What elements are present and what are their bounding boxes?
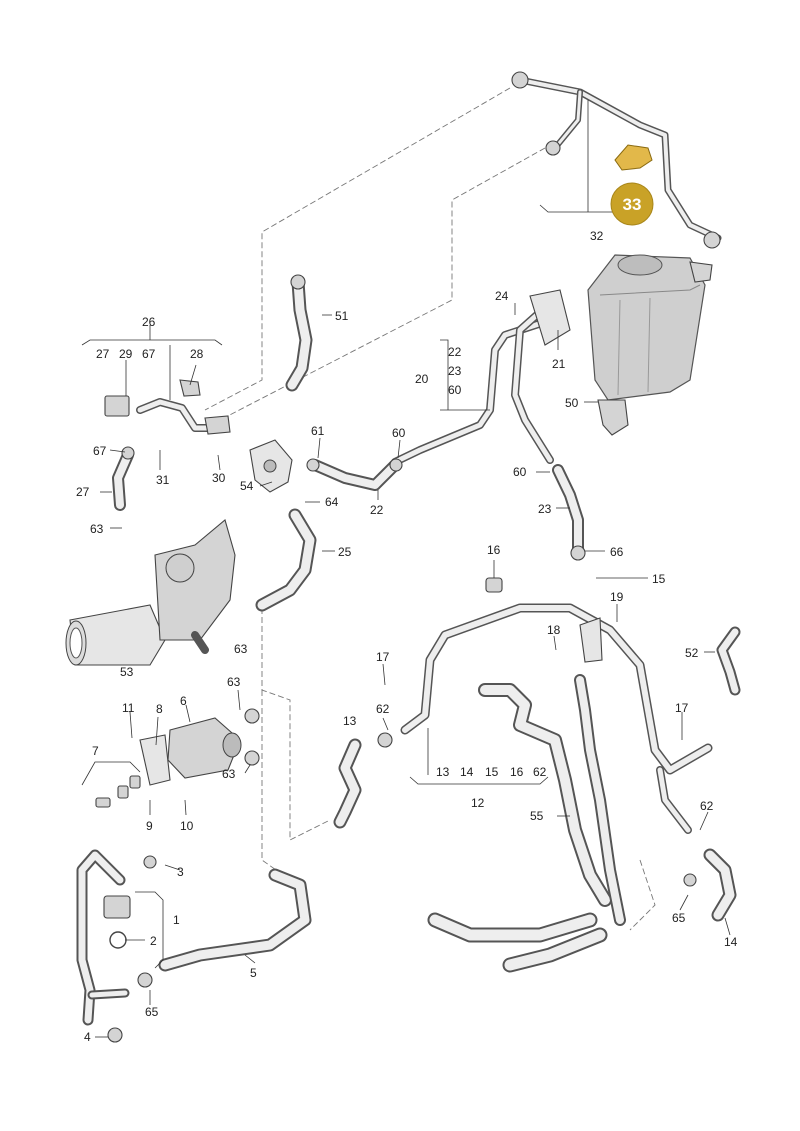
label-2: 2: [150, 934, 157, 948]
coolant-expansion-tank: [587, 254, 713, 436]
label-23: 23: [448, 364, 462, 378]
hose-51: [285, 274, 313, 392]
label-27: 27: [96, 347, 110, 361]
connector-group-26: [104, 379, 231, 435]
label-62: 62: [376, 702, 390, 716]
label-24: 24: [495, 289, 509, 303]
label-63c: 63: [227, 675, 241, 689]
label-63b: 63: [234, 642, 248, 656]
label-53: 53: [120, 665, 134, 679]
bracket-clip: [614, 144, 653, 171]
label-60c: 60: [513, 465, 527, 479]
auxiliary-pump-6: [139, 708, 260, 786]
label-27b: 27: [76, 485, 90, 499]
callout-labels: 32 24 21 22 23 60 20 50 51 26 27 29 67 2…: [76, 229, 738, 1044]
label-32: 32: [590, 229, 604, 243]
label-7: 7: [92, 744, 99, 758]
label-20: 20: [415, 372, 429, 386]
label-15: 15: [652, 572, 666, 586]
label-8: 8: [156, 702, 163, 716]
label-30: 30: [212, 471, 226, 485]
highlight-circle[interactable]: [610, 182, 654, 226]
label-65b: 65: [672, 911, 686, 925]
label-6: 6: [180, 694, 187, 708]
label-12: 12: [471, 796, 485, 810]
label-67b: 67: [93, 444, 107, 458]
label-66: 66: [610, 545, 624, 559]
label-60: 60: [448, 383, 462, 397]
label-61: 61: [311, 424, 325, 438]
label-14b: 14: [724, 935, 738, 949]
label-19: 19: [610, 590, 624, 604]
label-64: 64: [325, 495, 339, 509]
label-31: 31: [156, 473, 170, 487]
label-14: 14: [460, 765, 474, 779]
label-23b: 23: [538, 502, 552, 516]
hose-22: [306, 458, 403, 491]
label-29: 29: [119, 347, 133, 361]
hose-52: [716, 626, 741, 696]
label-22: 22: [448, 345, 462, 359]
leader-lines: [81, 100, 731, 1038]
label-62b: 62: [533, 765, 547, 779]
label-22b: 22: [370, 503, 384, 517]
label-55: 55: [530, 809, 544, 823]
label-10: 10: [180, 819, 194, 833]
dashed-reference-lines: [204, 87, 656, 931]
label-51: 51: [335, 309, 349, 323]
label-60b: 60: [392, 426, 406, 440]
label-5: 5: [250, 966, 257, 980]
hose-27: [112, 446, 135, 511]
label-28: 28: [190, 347, 204, 361]
hose-5: [137, 868, 312, 988]
label-3: 3: [177, 865, 184, 879]
label-11: 11: [122, 701, 135, 715]
label-15b: 15: [485, 765, 499, 779]
vent-hose-assembly: [511, 71, 722, 249]
label-50: 50: [565, 396, 579, 410]
coolant-pipe-12: [400, 577, 713, 834]
label-33[interactable]: 33: [623, 195, 642, 214]
label-1: 1: [173, 913, 180, 927]
thermostat-housing-53: [65, 519, 236, 666]
label-67: 67: [142, 347, 156, 361]
label-13: 13: [343, 714, 357, 728]
hose-14: [683, 848, 737, 922]
coolant-flange-54: [249, 439, 293, 493]
label-13b: 13: [436, 765, 450, 779]
label-18: 18: [547, 623, 561, 637]
label-21: 21: [552, 357, 566, 371]
label-17b: 17: [675, 701, 689, 715]
label-63d: 63: [222, 767, 236, 781]
label-4: 4: [84, 1030, 91, 1044]
hose-23: [552, 464, 586, 561]
label-54: 54: [240, 479, 254, 493]
bolt-set-7: [95, 775, 141, 808]
label-65: 65: [145, 1005, 159, 1019]
label-63: 63: [90, 522, 104, 536]
hose-assembly-55: [427, 674, 626, 973]
label-26: 26: [142, 315, 156, 329]
label-25: 25: [338, 545, 352, 559]
label-16: 16: [487, 543, 501, 557]
coolant-pipe-4: [76, 849, 157, 1043]
hose-13: [333, 732, 393, 829]
label-62c: 62: [700, 799, 714, 813]
label-16b: 16: [510, 765, 524, 779]
label-9: 9: [146, 819, 153, 833]
hose-25: [255, 508, 317, 612]
highlighted-callout-33[interactable]: 33: [610, 182, 654, 226]
label-52: 52: [685, 646, 699, 660]
label-17: 17: [376, 650, 390, 664]
